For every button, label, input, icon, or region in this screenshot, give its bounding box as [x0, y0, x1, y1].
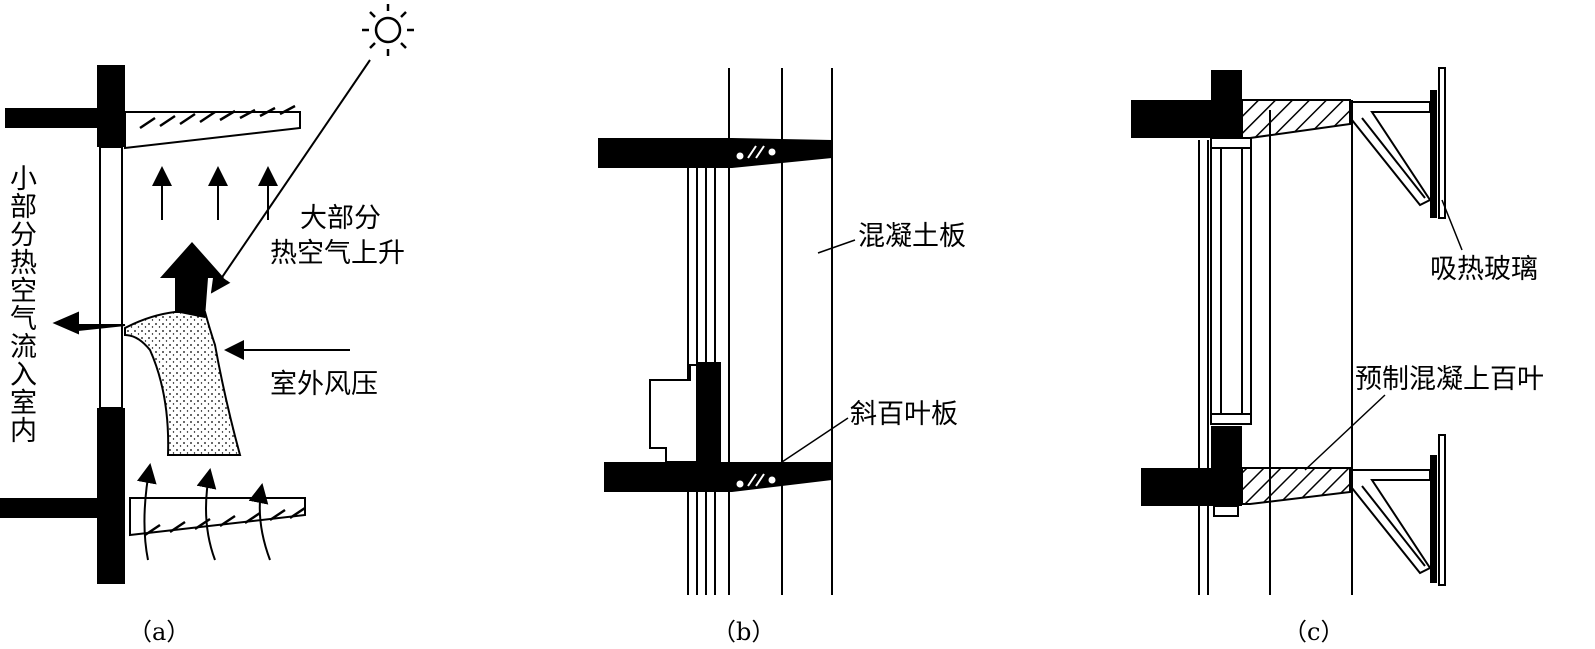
concrete-slab-leader [817, 239, 856, 254]
sun-icon [362, 4, 414, 56]
panel-c: 吸热玻璃 预制混凝上百叶 （c） [1131, 67, 1544, 646]
svg-text:内: 内 [10, 416, 37, 447]
louver-label: 斜百叶板 [850, 399, 958, 430]
wall-column-upper [97, 65, 125, 147]
upper-floor-slab [5, 108, 125, 128]
caption-b: （b） [712, 618, 775, 646]
hot-air-plume [124, 311, 242, 456]
upper-precast-louver [1241, 99, 1351, 139]
svg-text:流: 流 [10, 332, 37, 363]
main-updraft-arrow [160, 242, 224, 318]
rising-air-label-line2: 热空气上升 [270, 238, 405, 269]
svg-text:空: 空 [10, 276, 37, 307]
upper-louver-mark [736, 145, 776, 160]
window-unit-c [1210, 137, 1252, 425]
svg-text:热: 热 [10, 248, 37, 279]
svg-text:室: 室 [10, 388, 37, 419]
lower-sunshade-hatch [144, 506, 306, 537]
svg-text:入: 入 [10, 360, 37, 391]
svg-text:分: 分 [10, 220, 37, 251]
precast-louver-label: 预制混凝上百叶 [1355, 364, 1544, 395]
window-frame [99, 146, 123, 409]
vertical-mullions-c [1198, 100, 1353, 595]
concrete-slab-label: 混凝土板 [858, 221, 966, 252]
rising-air-arrows [152, 166, 278, 220]
upper-floor-slab-c [1131, 100, 1211, 138]
wall-column-lower [97, 408, 125, 584]
svg-text:小: 小 [10, 164, 37, 195]
caption-a: （a） [128, 618, 190, 646]
glass-label: 吸热玻璃 [1430, 254, 1538, 285]
wind-pressure-label: 室外风压 [270, 369, 378, 400]
upper-column-c [1211, 70, 1242, 138]
incoming-air-arrows [136, 463, 271, 561]
lower-heat-absorbing-glass [1430, 455, 1437, 583]
caption-c: （c） [1283, 618, 1344, 646]
indoor-flow-arrow [52, 311, 126, 335]
panel-a: 大部分 热空气上升 室外风压 小 部 分 热 空 气 流 入 室 内 （a） [0, 4, 414, 646]
upper-concrete-slab [598, 138, 832, 168]
glass-leader [1441, 199, 1463, 251]
louver-leader [769, 417, 849, 471]
lower-louver-mark [736, 473, 776, 488]
sun-ray-arrow [210, 59, 371, 294]
lower-floor-slab-c [1141, 468, 1211, 506]
lower-sunshade-slab [129, 497, 306, 537]
panel-b: 混凝土板 斜百叶板 （b） [598, 68, 966, 646]
upper-heat-absorbing-glass [1430, 90, 1437, 218]
svg-text:部: 部 [10, 192, 37, 223]
upper-sunshade-hatch [139, 104, 296, 130]
svg-text:气: 气 [10, 304, 37, 335]
lower-concrete-slab [604, 462, 832, 492]
lower-glass-bracket [1351, 469, 1432, 575]
window-sill-frame [649, 364, 698, 463]
indoor-flow-label: 小 部 分 热 空 气 流 入 室 内 [10, 164, 37, 447]
upper-sunshade-slab [124, 111, 301, 150]
rising-air-label-line1: 大部分 [300, 203, 381, 234]
lower-floor-slab [0, 498, 125, 518]
lower-precast-louver [1241, 467, 1351, 505]
window-sill-post [697, 362, 721, 462]
lower-column-c [1211, 426, 1242, 506]
upper-glass-bracket [1351, 101, 1432, 207]
precast-louver-leader [1304, 394, 1386, 471]
